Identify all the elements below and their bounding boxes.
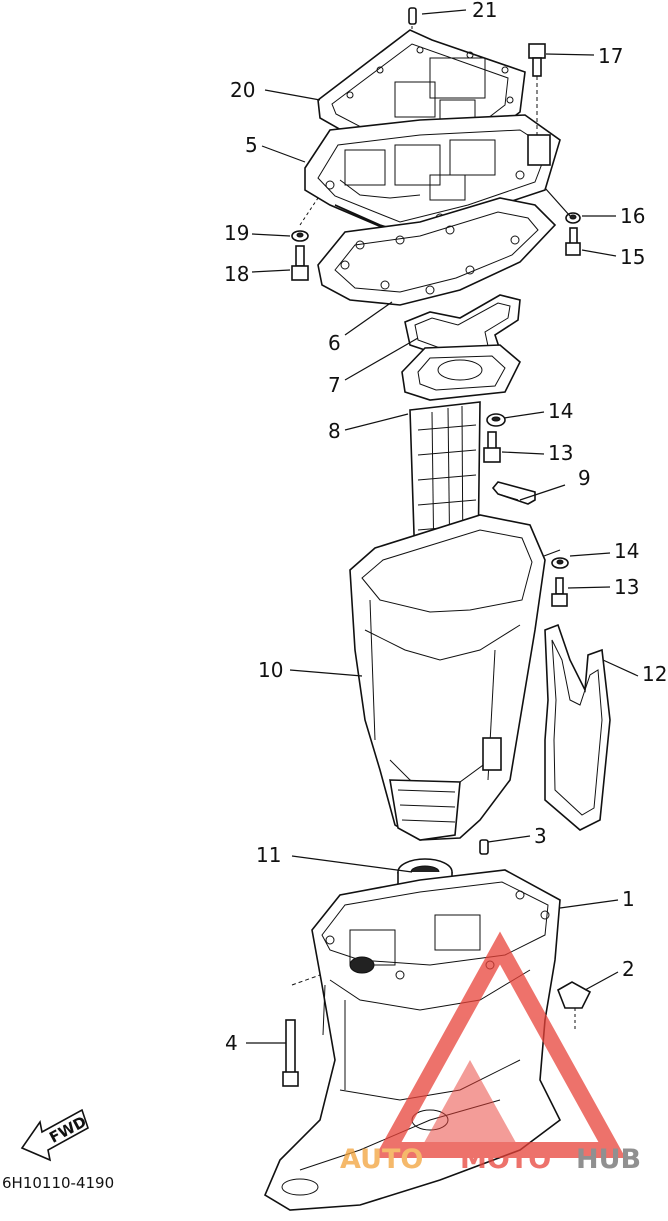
part-12-seal (544, 623, 611, 831)
callout-2: 2 (622, 957, 635, 981)
callout-labels: 21 17 20 5 16 19 15 18 6 7 14 8 13 9 14 … (224, 0, 667, 1055)
callout-3: 3 (534, 824, 547, 848)
callout-7: 7 (328, 373, 341, 397)
diagram-code: 6H10110-4190 (2, 1174, 114, 1192)
part-13-bolt-lower (551, 577, 568, 607)
callout-16: 16 (620, 204, 645, 228)
part-2-cover (557, 981, 592, 1030)
part-6-gasket (317, 197, 557, 306)
callout-8: 8 (328, 419, 341, 443)
part-18-bolt (291, 245, 309, 281)
watermark-text-moto: MOTO (460, 1144, 551, 1175)
callout-15: 15 (620, 245, 645, 269)
part-14-washer-lower (551, 557, 569, 569)
watermark-text-hub: HUB (576, 1144, 641, 1175)
callout-20: 20 (230, 78, 255, 102)
watermark-triangle-inner (420, 1060, 520, 1150)
callout-11: 11 (256, 843, 281, 867)
callout-10: 10 (258, 658, 283, 682)
fwd-arrow: FWD (20, 1108, 89, 1162)
part-15-bolt (565, 227, 581, 256)
callout-13-lower: 13 (614, 575, 639, 599)
callout-5: 5 (245, 133, 258, 157)
automotohub-watermark: AUTO MOTO HUB (340, 931, 641, 1175)
callout-14-lower: 14 (614, 539, 639, 563)
part-19-washer (291, 197, 319, 242)
callout-6: 6 (328, 331, 341, 355)
callout-14-upper: 14 (548, 399, 573, 423)
part-4-long-bolt (282, 974, 321, 1087)
leader-lines (246, 9, 639, 1044)
callout-4: 4 (225, 1031, 238, 1055)
callout-21: 21 (472, 0, 497, 22)
part-17-bolt (528, 43, 546, 135)
part-14-washer-upper (486, 413, 506, 427)
part-9-clip (491, 481, 536, 505)
watermark-text-auto: AUTO (340, 1144, 423, 1175)
callout-19: 19 (224, 221, 249, 245)
callout-12: 12 (642, 662, 667, 686)
part-21-dowel-pin (408, 7, 417, 40)
callout-1: 1 (622, 887, 635, 911)
callout-9: 9 (578, 466, 591, 490)
callout-17: 17 (598, 44, 623, 68)
callout-13-upper: 13 (548, 441, 573, 465)
part-10-upper-casing (349, 514, 546, 841)
part-3-dowel (479, 839, 489, 855)
callout-18: 18 (224, 262, 249, 286)
part-13-bolt-upper (483, 431, 501, 463)
